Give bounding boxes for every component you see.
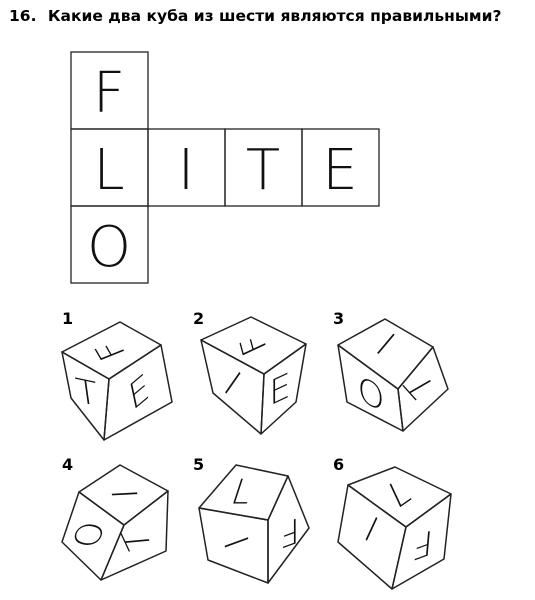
- question-number: 16.: [9, 7, 37, 25]
- cube-option-4[interactable]: [61, 464, 169, 581]
- option-label-5: 5: [193, 455, 205, 474]
- cube-option-5[interactable]: [198, 464, 310, 584]
- cube-letter: T: [114, 529, 163, 552]
- question-text: Какие два куба из шести являются правиль…: [47, 7, 502, 25]
- option-label-3: 3: [333, 309, 345, 328]
- cube-letter: I: [102, 488, 145, 500]
- cube-letter: F: [87, 334, 134, 366]
- cube-net: F L I T E O: [70, 51, 380, 284]
- option-label-6: 6: [333, 455, 345, 474]
- net-letter: I: [178, 138, 195, 203]
- question-heading: 16. Какие два куба из шести являются пра…: [9, 7, 501, 25]
- net-letter: O: [87, 215, 131, 280]
- option-label-1: 1: [62, 309, 74, 328]
- cube-letter: L: [384, 470, 417, 517]
- net-square-bottom: [70, 205, 149, 284]
- net-square-4: [301, 128, 380, 207]
- cube-letter: L: [226, 474, 258, 513]
- net-letter: E: [322, 138, 357, 203]
- option-label-2: 2: [193, 309, 205, 328]
- cube-letter: E: [125, 364, 152, 419]
- cube-letter: F: [411, 521, 435, 567]
- option-label-4: 4: [62, 455, 74, 474]
- cube-letter: I: [368, 327, 403, 363]
- cube-option-3[interactable]: [337, 318, 449, 432]
- cube-letter: I: [359, 508, 383, 552]
- cube-letter: O: [65, 519, 115, 551]
- cube-letter: F: [233, 326, 275, 362]
- cube-option-6[interactable]: [337, 466, 452, 590]
- cube-letter: I: [216, 531, 254, 555]
- cube-option-2[interactable]: [200, 316, 307, 435]
- cube-letter: T: [73, 371, 100, 415]
- net-letter: L: [93, 138, 124, 203]
- cube-letter: O: [358, 367, 385, 421]
- cube-letter: F: [280, 509, 300, 556]
- net-letter: F: [93, 61, 125, 126]
- cube-letter: I: [217, 364, 247, 404]
- cube-option-1[interactable]: [61, 321, 173, 441]
- net-letter: T: [246, 138, 280, 203]
- cube-letter: E: [269, 366, 290, 415]
